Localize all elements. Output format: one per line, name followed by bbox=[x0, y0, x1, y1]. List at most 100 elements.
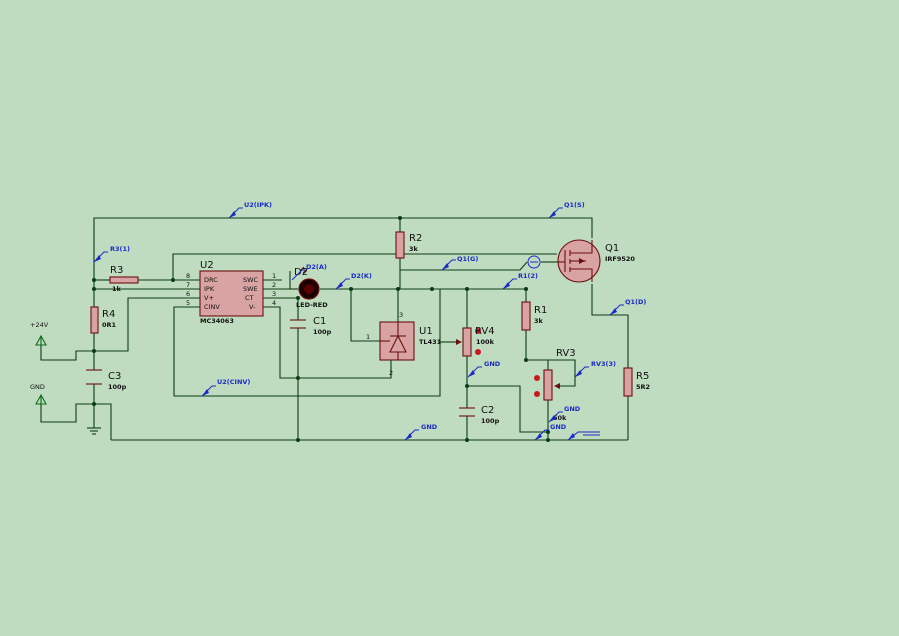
r3-resistor[interactable]: R3 1k bbox=[109, 265, 139, 293]
u2-part: MC34063 bbox=[200, 317, 234, 325]
u2-pin-7-num: 7 bbox=[186, 281, 190, 289]
r2-value: 3k bbox=[409, 245, 419, 253]
u2-pin-6-name: V+ bbox=[204, 294, 214, 302]
probe-d2-k[interactable]: D2(K) bbox=[335, 272, 372, 290]
r4-resistor[interactable]: R4 0R1 bbox=[90, 306, 117, 334]
q1-mosfet[interactable]: Q1 IRF9520 bbox=[557, 239, 635, 283]
probe-gnd-rv4[interactable]: GND bbox=[467, 360, 501, 378]
u1-tl431[interactable]: U1 TL431 1 3 2 bbox=[366, 311, 442, 377]
probe-gnd-right-label: GND bbox=[550, 423, 567, 431]
vplus-terminal[interactable]: +24V bbox=[30, 321, 49, 346]
probe-rv3-3-label: RV3(3) bbox=[591, 360, 616, 368]
c2-ref: C2 bbox=[481, 405, 494, 416]
probe-rv3-3[interactable]: RV3(3) bbox=[574, 360, 616, 378]
c3-value: 100p bbox=[108, 383, 127, 391]
u2-pin-1-name: SWC bbox=[243, 276, 259, 284]
probe-r1-2-label: R1(2) bbox=[518, 272, 538, 280]
probe-q1-d-label: Q1(D) bbox=[625, 298, 646, 306]
probe-u2-cinv-label: U2(CINV) bbox=[217, 378, 250, 386]
d2-value: LED-RED bbox=[296, 301, 328, 309]
u2-pin-1-num: 1 bbox=[272, 272, 276, 280]
q1-value: IRF9520 bbox=[605, 255, 635, 263]
rv4-ref: RV4 bbox=[475, 326, 495, 337]
junctions bbox=[92, 216, 550, 442]
rv3-ref: RV3 bbox=[556, 348, 576, 359]
voltage-probes[interactable]: U2(IPK) Q1(S) R3(1) Q1(G) D2(A) D2(K) R1… bbox=[93, 201, 646, 441]
u2-pin-3-num: 3 bbox=[272, 290, 276, 298]
c3-ref: C3 bbox=[108, 371, 121, 382]
r4-value: 0R1 bbox=[102, 321, 117, 329]
u2-pin-4-name: V- bbox=[249, 303, 256, 311]
u2-ref: U2 bbox=[200, 260, 214, 271]
wires bbox=[40, 217, 629, 441]
u2-pin-2-num: 2 bbox=[272, 281, 276, 289]
u2-pin-5-name: CINV bbox=[204, 303, 220, 311]
d2-led[interactable]: D2 LED-RED bbox=[294, 266, 328, 309]
u1-ref: U1 bbox=[419, 326, 433, 337]
r5-value: 5R2 bbox=[636, 383, 650, 391]
u2-pin-2-name: SWE bbox=[243, 285, 258, 293]
r5-ref: R5 bbox=[636, 371, 649, 382]
u2-pin-8-num: 8 bbox=[186, 272, 190, 280]
u1-pin-1-num: 1 bbox=[366, 333, 370, 341]
u1-value: TL431 bbox=[419, 338, 442, 346]
rv4-value: 100k bbox=[476, 338, 495, 346]
q1-ref: Q1 bbox=[605, 243, 619, 254]
probe-q1-s[interactable]: Q1(S) bbox=[548, 201, 585, 219]
r2-ref: R2 bbox=[409, 233, 422, 244]
c2-value: 100p bbox=[481, 417, 500, 425]
r3-ref: R3 bbox=[110, 265, 123, 276]
r5-resistor[interactable]: R5 5R2 bbox=[623, 367, 650, 397]
u2-pin-4-num: 4 bbox=[272, 299, 276, 307]
probe-d2-k-label: D2(K) bbox=[351, 272, 372, 280]
probe-r3-1[interactable]: R3(1) bbox=[93, 245, 130, 263]
c3-capacitor[interactable]: C3 100p bbox=[86, 369, 127, 391]
c1-value: 100p bbox=[313, 328, 332, 336]
c1-capacitor[interactable]: C1 100p bbox=[290, 316, 332, 336]
probe-d2-a[interactable]: D2(A) bbox=[291, 263, 327, 281]
probe-d2-a-label: D2(A) bbox=[306, 263, 327, 271]
u2-pin-6-num: 6 bbox=[186, 290, 190, 298]
r1-ref: R1 bbox=[534, 305, 547, 316]
probe-q1-d[interactable]: Q1(D) bbox=[609, 298, 646, 316]
vplus-terminal-label: +24V bbox=[30, 321, 49, 329]
gnd-terminal[interactable]: GND bbox=[30, 383, 47, 405]
probe-gnd-bottom[interactable]: GND bbox=[404, 423, 438, 441]
probe-q1-g[interactable]: Q1(G) bbox=[441, 255, 478, 271]
u2-pin-3-name: CT bbox=[245, 294, 254, 302]
rv3-potentiometer[interactable]: RV3 50k bbox=[534, 348, 576, 422]
probe-u2-ipk[interactable]: U2(IPK) bbox=[228, 201, 272, 219]
c1-ref: C1 bbox=[313, 316, 326, 327]
probe-gnd-bottom-label: GND bbox=[421, 423, 438, 431]
u1-pin-3-num: 3 bbox=[399, 311, 403, 319]
r1-resistor[interactable]: R1 3k bbox=[521, 301, 547, 331]
u2-mc34063[interactable]: U2 MC34063 DRC IPK V+ CINV 8 7 6 5 SWC S… bbox=[186, 260, 276, 325]
u1-pin-2-num: 2 bbox=[389, 369, 393, 377]
probe-gnd-rv3[interactable]: GND bbox=[548, 405, 581, 423]
current-probe[interactable] bbox=[527, 255, 541, 269]
r2-resistor[interactable]: R2 3k bbox=[395, 231, 422, 259]
probe-gnd-rv3-label: GND bbox=[564, 405, 581, 413]
c2-capacitor[interactable]: C2 100p bbox=[459, 405, 500, 425]
probe-u2-ipk-label: U2(IPK) bbox=[244, 201, 272, 209]
u2-pin-5-num: 5 bbox=[186, 299, 190, 307]
probe-gnd-right[interactable]: GND bbox=[534, 423, 567, 441]
ground-probe-arrow[interactable] bbox=[567, 431, 600, 441]
r3-value: 1k bbox=[112, 285, 122, 293]
probe-r1-2[interactable]: R1(2) bbox=[502, 272, 538, 290]
rv3-value: 50k bbox=[553, 414, 567, 422]
u2-pin-7-name: IPK bbox=[204, 285, 215, 293]
d2-ref: D2 bbox=[294, 267, 308, 278]
ground-symbol[interactable] bbox=[87, 422, 101, 435]
probe-q1-g-label: Q1(G) bbox=[457, 255, 478, 263]
gnd-terminal-label: GND bbox=[30, 383, 45, 391]
r1-value: 3k bbox=[534, 317, 544, 325]
u2-pin-8-name: DRC bbox=[204, 276, 218, 284]
probe-q1-s-label: Q1(S) bbox=[564, 201, 585, 209]
rv4-potentiometer[interactable]: RV4 100k bbox=[456, 326, 495, 357]
r4-ref: R4 bbox=[102, 309, 115, 320]
probe-gnd-rv4-label: GND bbox=[484, 360, 501, 368]
probe-u2-cinv[interactable]: U2(CINV) bbox=[201, 378, 250, 397]
